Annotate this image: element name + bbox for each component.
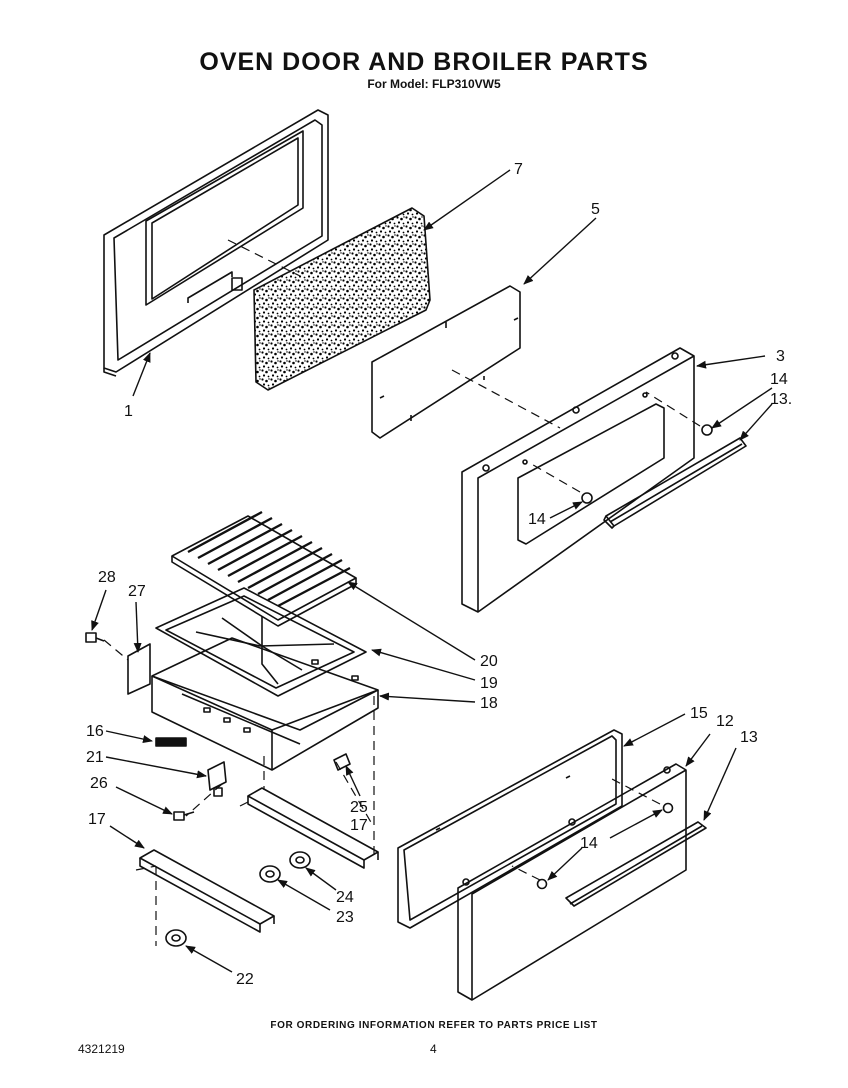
part-12-broiler-outer-panel <box>457 763 687 1001</box>
callout-28: 28 <box>98 569 116 586</box>
callout-26: 26 <box>90 775 108 792</box>
part-22-roller <box>165 929 187 947</box>
part-14-screw-broiler-low <box>536 878 548 890</box>
callout-22: 22 <box>236 971 254 988</box>
callout-12: 12 <box>716 713 734 730</box>
callout-25: 25 <box>350 799 368 816</box>
part-13-broiler-handle <box>565 821 707 907</box>
page-title: OVEN DOOR AND BROILER PARTS <box>199 48 649 76</box>
part-16-clip <box>155 737 187 747</box>
callout-5: 5 <box>591 201 600 218</box>
part-19-broiler-pan <box>155 587 367 697</box>
part-14-screw-top <box>701 424 713 436</box>
callout-17: 17 <box>350 817 368 834</box>
part-27-side-bracket <box>127 643 151 695</box>
part-26-screw <box>173 811 195 821</box>
part-14-screw-mid <box>581 492 593 504</box>
callout-13: 13. <box>770 391 792 408</box>
part-15-broiler-inner-panel <box>397 729 623 929</box>
callout-labels: 1 7 5 3 14 13. 14 28 27 20 19 18 16 21 2… <box>86 161 792 988</box>
part-5-glass-panel <box>371 285 521 439</box>
callout-17: 17 <box>88 811 106 828</box>
part-14-screw-broiler-top <box>662 802 674 814</box>
assembly-guide-lines <box>103 239 701 946</box>
part-28-screw <box>85 632 105 643</box>
part-24-roller <box>289 851 311 869</box>
callout-13: 13 <box>740 729 758 746</box>
ordering-note: FOR ORDERING INFORMATION REFER TO PARTS … <box>270 1020 598 1031</box>
callout-24: 24 <box>336 889 354 906</box>
page-number: 4 <box>430 1042 437 1056</box>
callout-15: 15 <box>690 705 708 722</box>
part-17-rail-right <box>247 787 379 869</box>
callout-16: 16 <box>86 723 104 740</box>
part-1-inner-door-frame <box>103 109 329 377</box>
part-18-broiler-drawer <box>151 637 379 771</box>
part-17-rail-left <box>139 849 275 933</box>
callout-20: 20 <box>480 653 498 670</box>
callout-3: 3 <box>776 348 785 365</box>
part-21-latch <box>207 761 227 797</box>
callout-14: 14 <box>528 511 546 528</box>
callout-7: 7 <box>514 161 523 178</box>
part-13-door-handle <box>603 437 747 529</box>
callout-18: 18 <box>480 695 498 712</box>
part-25-clip <box>333 753 351 771</box>
part-23-roller <box>259 865 281 883</box>
document-number: 4321219 <box>78 1042 125 1056</box>
callout-leaders <box>91 169 773 973</box>
callout-1: 1 <box>124 403 133 420</box>
callout-14: 14 <box>770 371 788 388</box>
callout-23: 23 <box>336 909 354 926</box>
part-3-outer-door <box>461 347 695 613</box>
callout-21: 21 <box>86 749 104 766</box>
callout-27: 27 <box>128 583 146 600</box>
part-7-insulation <box>253 207 431 391</box>
callout-19: 19 <box>480 675 498 692</box>
callout-14: 14 <box>580 835 598 852</box>
model-subtitle: For Model: FLP310VW5 <box>367 77 501 91</box>
